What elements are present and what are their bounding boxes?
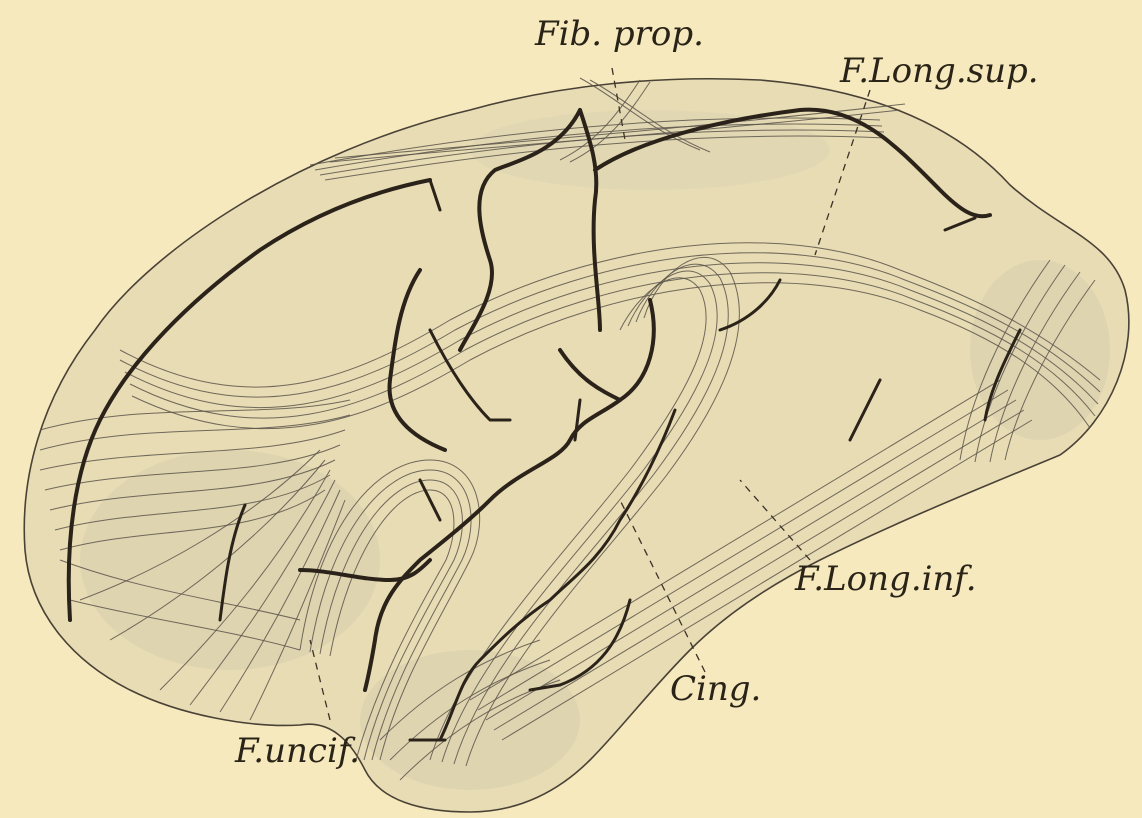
- label-f-uncif: F.uncif.: [234, 731, 360, 771]
- label-f-long-sup: F.Long.sup.: [839, 51, 1039, 91]
- label-fib-prop: Fib. prop.: [534, 14, 704, 54]
- label-cing: Cing.: [670, 669, 761, 709]
- label-f-long-inf: F.Long.inf.: [794, 559, 977, 599]
